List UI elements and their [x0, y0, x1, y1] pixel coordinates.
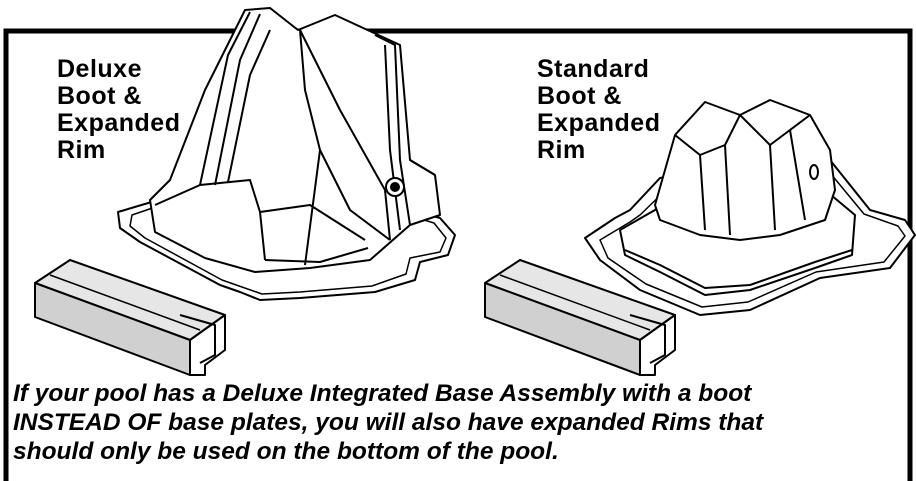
- standard-label-line-3: Expanded: [537, 109, 661, 137]
- caption-line-1: If your pool has a Deluxe Integrated Bas…: [13, 380, 752, 407]
- deluxe-label-line-3: Expanded: [57, 109, 181, 137]
- standard-label-line-2: Boot &: [537, 82, 622, 110]
- caption-line-2: INSTEAD OF base plates, you will also ha…: [13, 409, 764, 436]
- instruction-caption: If your pool has a Deluxe Integrated Bas…: [13, 379, 903, 466]
- expanded-rim-drawing-2: [484, 259, 676, 376]
- standard-label-line-4: Rim: [537, 136, 586, 164]
- standard-boot-label: Standard Boot & Expanded Rim: [537, 56, 660, 164]
- deluxe-label-line-1: Deluxe: [57, 55, 142, 83]
- deluxe-boot-label: Deluxe Boot & Expanded Rim: [57, 56, 180, 164]
- deluxe-boot-drawing: [117, 7, 456, 301]
- standard-label-line-1: Standard: [537, 55, 650, 83]
- expanded-rim-drawing: [34, 259, 226, 376]
- standard-boot-drawing: [584, 99, 916, 316]
- deluxe-label-line-2: Boot &: [57, 82, 142, 110]
- deluxe-label-line-4: Rim: [57, 136, 106, 164]
- caption-line-3: should only be used on the bottom of the…: [13, 438, 559, 465]
